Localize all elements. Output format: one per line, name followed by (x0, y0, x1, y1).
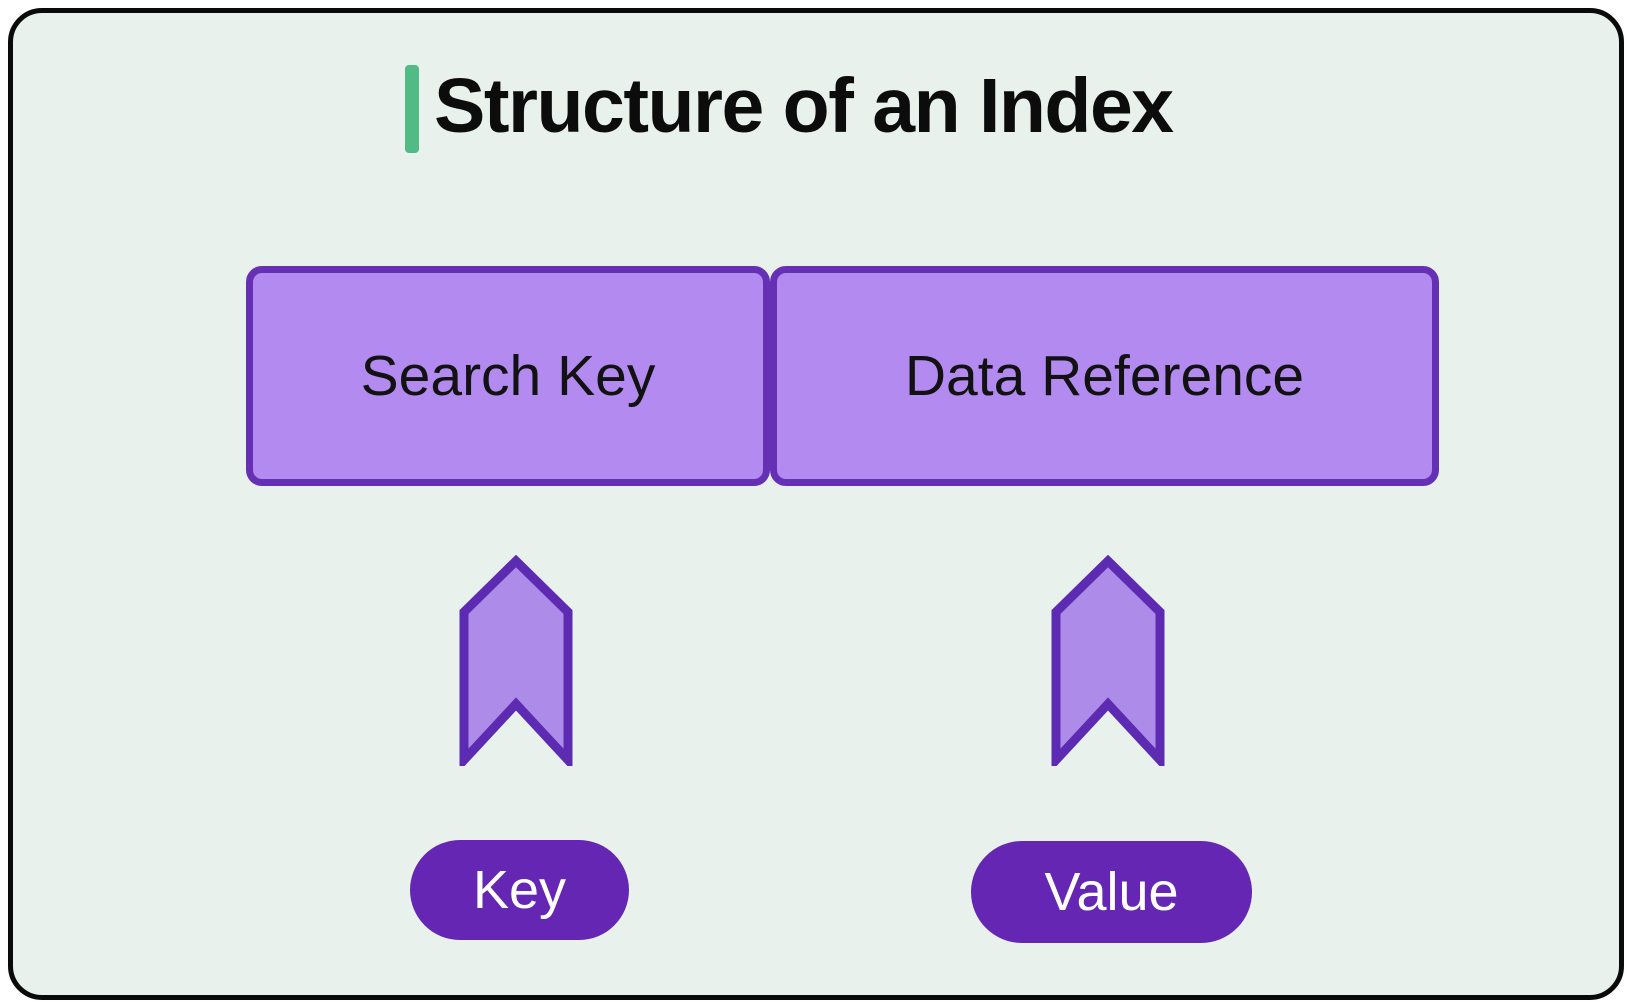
search-key-box: Search Key (246, 266, 770, 486)
arrow-up-bookmark-icon (1051, 555, 1165, 766)
index-structure-card: Structure of an Index Search Key Data Re… (8, 8, 1624, 1000)
page-title: Structure of an Index (434, 63, 1174, 149)
value-tag-label: Value (1044, 862, 1179, 922)
arrow-up-bookmark-icon (459, 555, 573, 766)
value-tag-pill: Value (971, 841, 1252, 943)
data-reference-label: Data Reference (904, 344, 1305, 408)
key-tag-pill: Key (410, 840, 629, 940)
title-accent-bar (405, 65, 419, 153)
data-reference-box: Data Reference (770, 266, 1439, 486)
index-record-row: Search Key Data Reference (246, 266, 1439, 486)
search-key-label: Search Key (360, 344, 656, 408)
key-tag-label: Key (472, 860, 567, 920)
